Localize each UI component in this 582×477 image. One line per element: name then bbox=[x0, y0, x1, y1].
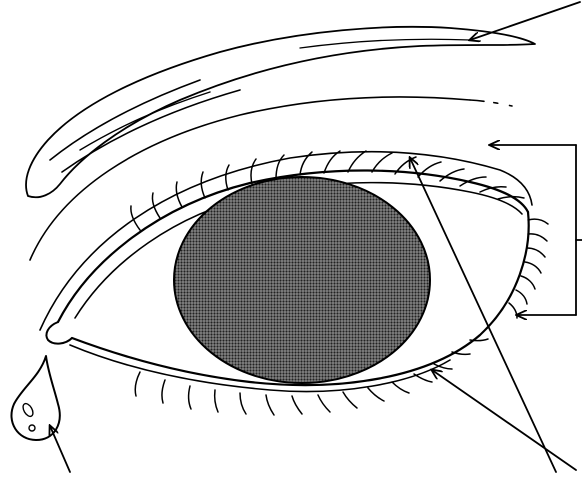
iris bbox=[174, 177, 430, 383]
tear-duct bbox=[46, 322, 72, 344]
lower-lash-arrow bbox=[432, 370, 576, 470]
tear-arrow bbox=[50, 426, 70, 472]
brow-fold-dash bbox=[470, 100, 512, 106]
eyebrow bbox=[26, 27, 535, 197]
tear-highlight-1 bbox=[21, 402, 35, 418]
tear-drop bbox=[11, 356, 59, 440]
outer-eyelashes bbox=[509, 219, 548, 318]
eyebrow-shape bbox=[26, 27, 535, 197]
eyebrow-hair-4 bbox=[300, 39, 470, 48]
eyebrow-hair-1 bbox=[50, 80, 200, 160]
eyebrow-hair-2 bbox=[62, 90, 240, 172]
tear-highlight-2 bbox=[29, 425, 35, 431]
eyebrow-arrow bbox=[470, 2, 580, 40]
